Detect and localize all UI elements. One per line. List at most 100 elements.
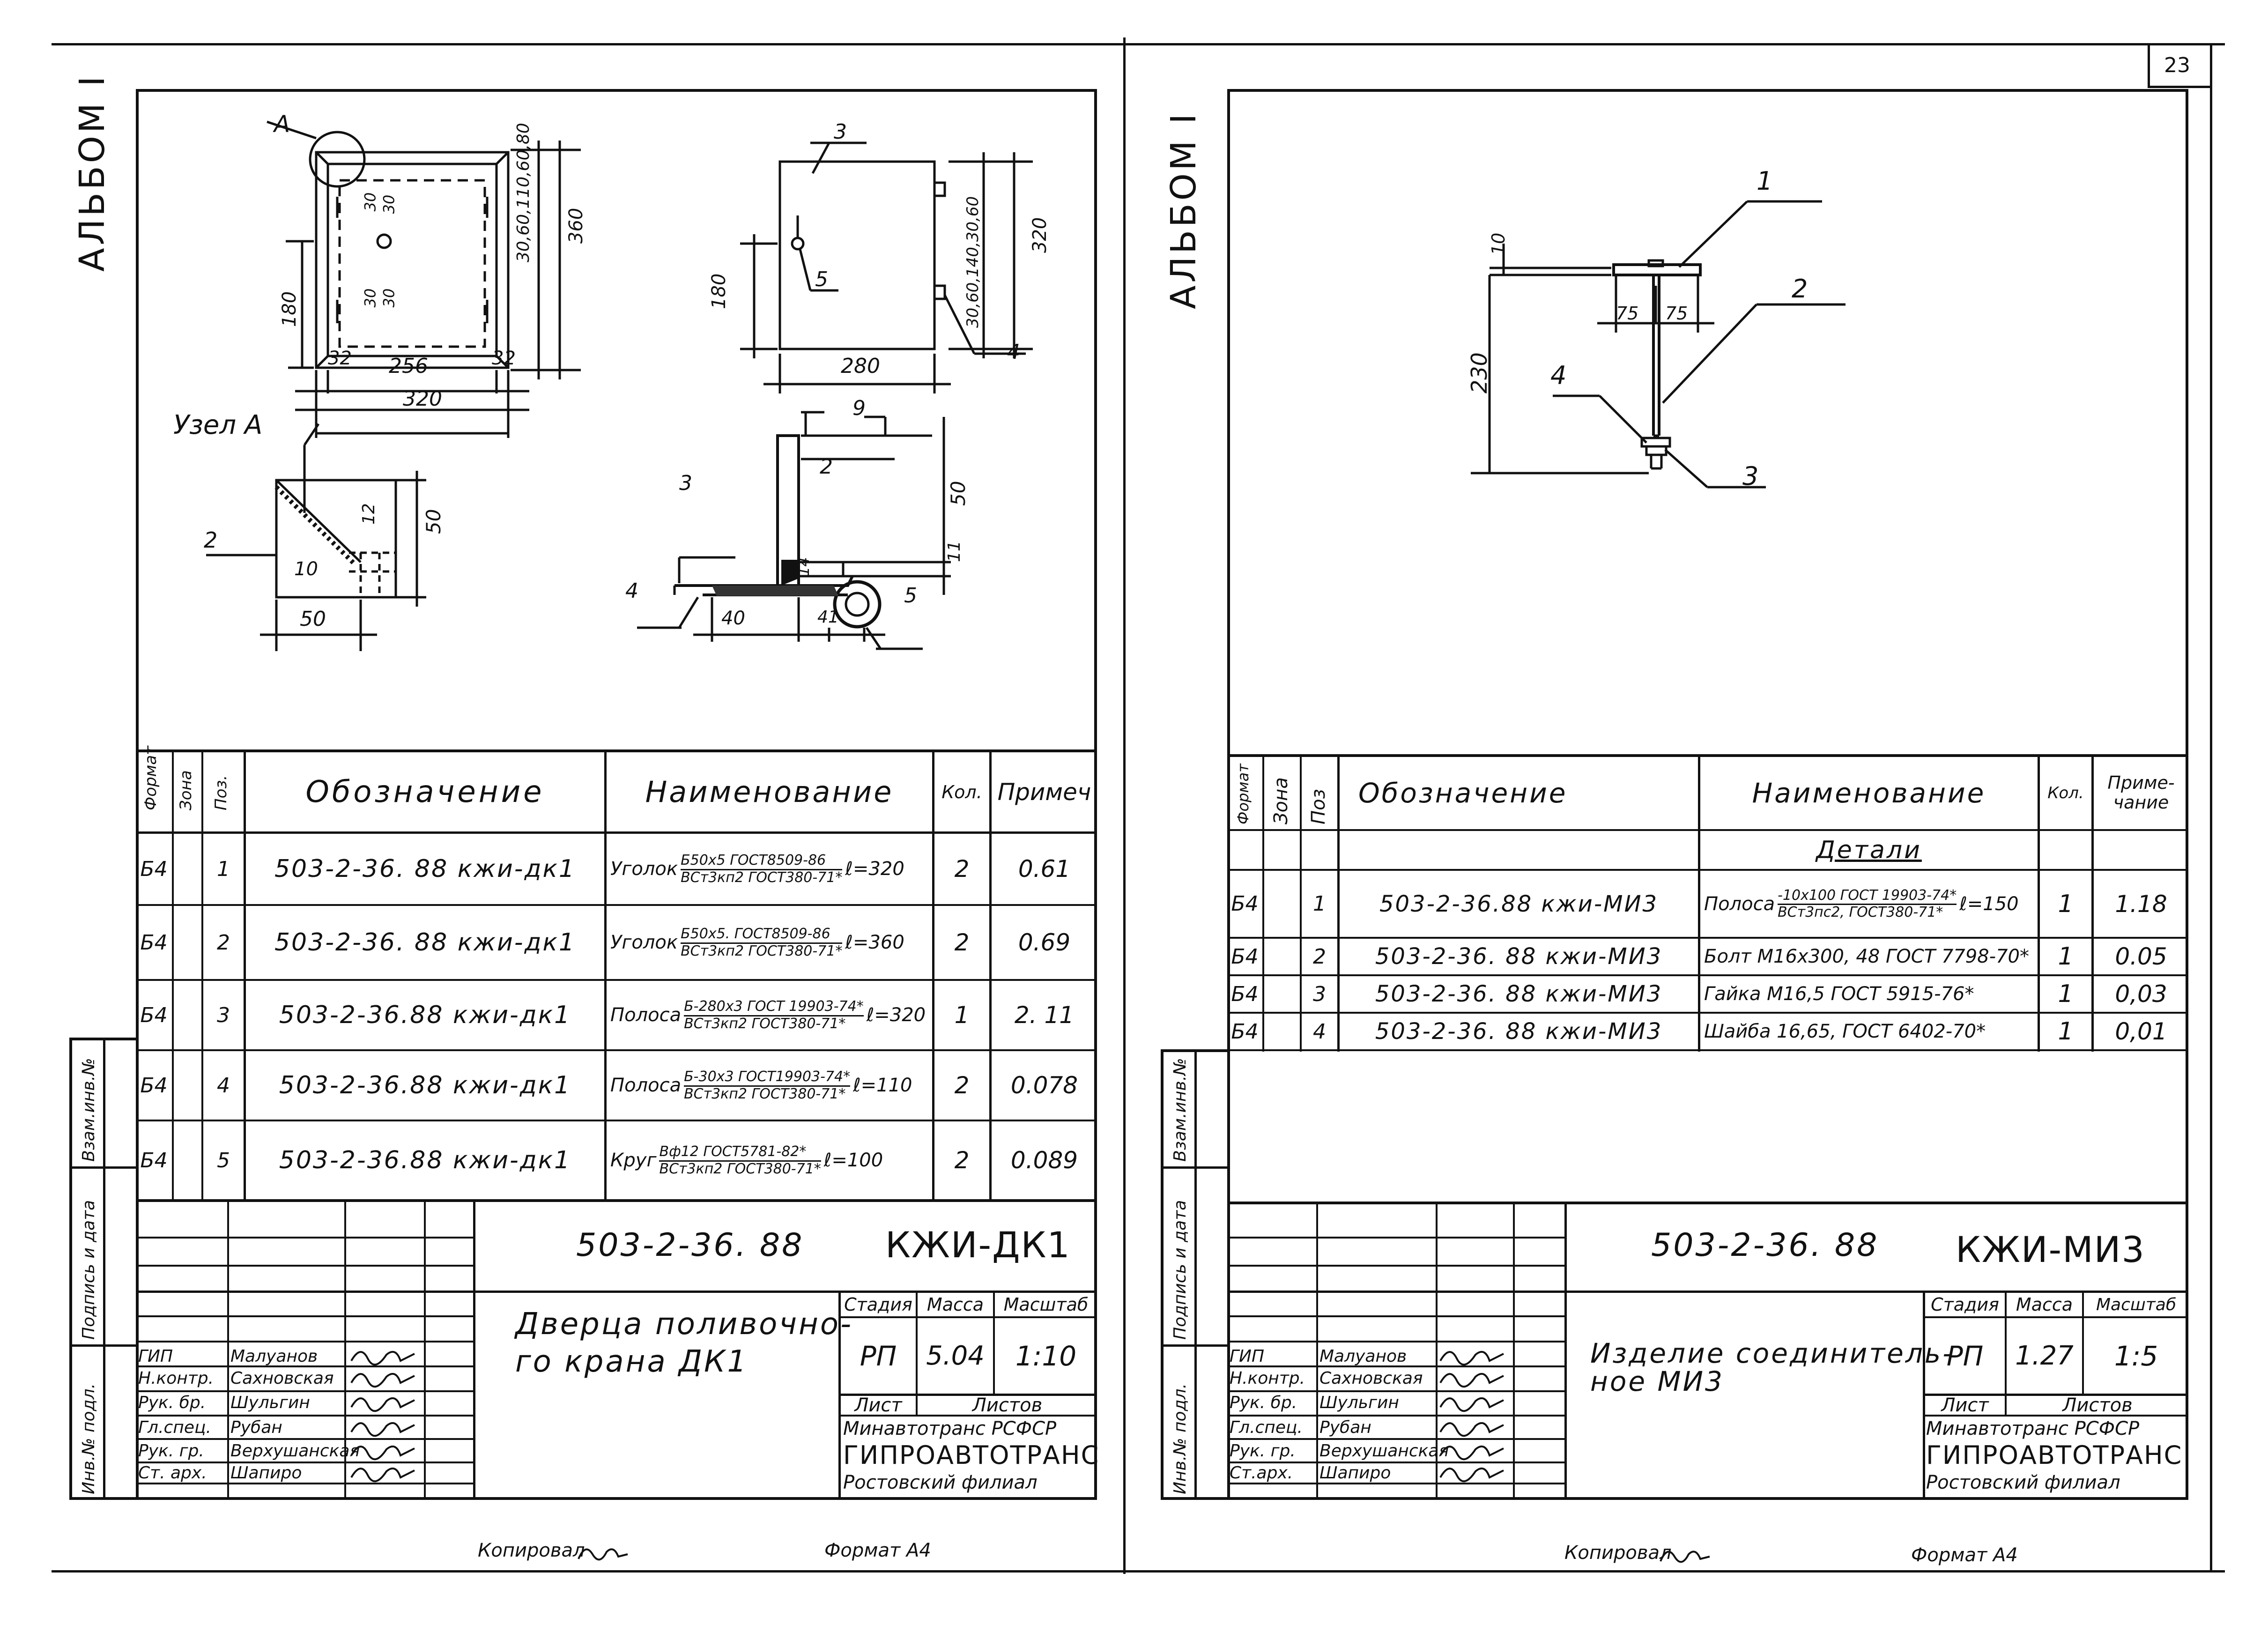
spec-header-format: Формат <box>141 746 160 810</box>
spec-pos: 2 <box>217 930 230 955</box>
signature <box>1438 1391 1508 1414</box>
right-outer-line <box>2210 43 2212 1573</box>
spec-designation: 503-2-36.88 кжи-дк1 <box>279 1146 571 1174</box>
signature <box>349 1439 419 1462</box>
role-name: Шапиро <box>230 1463 302 1483</box>
signature <box>1438 1461 1508 1484</box>
role-label: Н.контр. <box>1230 1369 1305 1388</box>
left-main-frame <box>136 89 1097 1500</box>
spec-designation: 503-2-36.88 кжи-дк1 <box>279 1001 571 1029</box>
spec-designation: 503-2-36.88 кжи-МИ3 <box>1379 890 1659 917</box>
role-label: Рук. бр. <box>138 1393 206 1412</box>
spec-header-zone: Зона <box>177 770 195 810</box>
signature <box>1438 1416 1508 1439</box>
spec-name: Болт М16х300, 48 ГОСТ 7798-70* <box>1704 946 2029 967</box>
spec-designation: 503-2-36. 88 кжи-дк1 <box>274 928 576 957</box>
role-name: Шапиро <box>1319 1463 1391 1483</box>
right-footer-copied: Копировал <box>1564 1542 1672 1564</box>
left-copy-signature <box>576 1540 632 1564</box>
role-name: Шульгин <box>1319 1393 1399 1412</box>
role-name: Сахновская <box>1319 1369 1423 1388</box>
spec-pos: 5 <box>217 1148 230 1172</box>
left-side-label-3: Инв.№ подл. <box>79 1383 98 1494</box>
role-label: Рук. бр. <box>1230 1393 1297 1412</box>
left-title-line1: Дверца поливочно- <box>515 1307 853 1342</box>
role-label: ГИП <box>1230 1347 1265 1366</box>
spec-qty: 1 <box>2058 980 2074 1008</box>
left-footer-copied: Копировал <box>478 1540 585 1561</box>
spec-name: Шайба 16,65, ГОСТ 6402-70* <box>1704 1021 1986 1042</box>
role-label: Ст.арх. <box>1230 1463 1293 1483</box>
role-name: Верхушанская <box>230 1441 360 1461</box>
left-mass: 5.04 <box>926 1341 985 1371</box>
right-album-label: АЛЬБОМ I <box>1164 111 1204 309</box>
left-org1: Минавтотранс РСФСР <box>843 1418 1057 1439</box>
spec-note: 0.69 <box>1018 929 1071 956</box>
right-main-frame <box>1227 89 2188 1500</box>
spec-name: Полоса-10х100 ГОСТ 19903-74*ВСт3пс2, ГОС… <box>1704 887 2019 920</box>
spec-qty: 1 <box>2058 1017 2074 1046</box>
right-spec-section: Детали <box>1816 836 1922 864</box>
spec-pos: 1 <box>1313 892 1326 916</box>
role-label: Ст. арх. <box>138 1463 207 1483</box>
right-side-label-2: Подпись и дата <box>1171 1200 1190 1340</box>
spec-note: 0.61 <box>1018 855 1071 883</box>
spec-header-designation: Обозначение <box>305 774 545 809</box>
role-name: Верхушанская <box>1319 1441 1449 1461</box>
signature <box>1438 1366 1508 1390</box>
left-org2: ГИПРОАВТОТРАНС <box>843 1440 1100 1470</box>
signature <box>349 1344 419 1368</box>
left-door-drawing <box>136 89 1096 754</box>
spec-note: 0.089 <box>1010 1147 1078 1174</box>
spec-header-pos: Поз. <box>212 775 230 810</box>
right-footer-format: Формат А4 <box>1911 1544 2018 1566</box>
right-side-label-3: Инв.№ подл. <box>1171 1383 1190 1494</box>
role-name: Рубан <box>230 1418 282 1437</box>
signature <box>349 1366 419 1390</box>
signature <box>349 1461 419 1484</box>
spec-pos: 3 <box>217 1003 230 1027</box>
signature <box>349 1416 419 1439</box>
spec-designation: 503-2-36. 88 кжи-МИ3 <box>1375 981 1663 1007</box>
spec-note: 0.078 <box>1010 1072 1078 1099</box>
spec-note: 0,01 <box>2115 1018 2167 1045</box>
spec-qty: 2 <box>954 1072 970 1099</box>
left-album-label: АЛЬБОМ I <box>72 73 112 272</box>
spec-pos: 4 <box>217 1073 230 1098</box>
left-scale: 1:10 <box>1015 1340 1077 1372</box>
role-name: Малуанов <box>1319 1347 1407 1366</box>
spec-qty: 1 <box>954 1001 970 1029</box>
role-name: Малуанов <box>230 1347 318 1366</box>
role-label: Н.контр. <box>138 1369 214 1388</box>
spec-format: Б4 <box>140 930 168 955</box>
spec-qty: 2 <box>954 1147 970 1174</box>
spec-format: Б4 <box>140 1073 168 1098</box>
spec-designation: 503-2-36. 88 кжи-МИ3 <box>1375 943 1663 970</box>
spec-header-note: Примеч <box>997 778 1091 806</box>
spec-qty: 2 <box>954 855 970 883</box>
center-split-line <box>1123 37 1126 1574</box>
top-edge-line <box>52 43 2225 45</box>
node-a-title: Узел А <box>173 410 263 440</box>
spec-name: Гайка М16,5 ГОСТ 5915-76* <box>1704 983 1974 1005</box>
spec-designation: 503-2-36. 88 кжи-дк1 <box>274 855 576 883</box>
role-label: ГИП <box>138 1347 173 1366</box>
role-name: Рубан <box>1319 1418 1371 1437</box>
signature <box>1438 1439 1508 1462</box>
left-side-label-2: Подпись и дата <box>79 1200 98 1340</box>
spec-format: Б4 <box>140 1003 168 1027</box>
spec-qty: 2 <box>954 929 970 956</box>
role-name: Сахновская <box>230 1369 334 1388</box>
spec-format: Б4 <box>1231 892 1259 916</box>
page-number: 23 <box>2164 53 2190 77</box>
spec-header-name: Наименование <box>645 775 894 809</box>
role-label: Рук. гр. <box>138 1441 204 1461</box>
bottom-edge-line <box>52 1570 2225 1573</box>
page-number-box <box>2148 43 2211 88</box>
left-stage: РП <box>860 1340 897 1372</box>
spec-designation: 503-2-36.88 кжи-дк1 <box>279 1071 571 1099</box>
left-footer-format: Формат А4 <box>824 1540 931 1561</box>
